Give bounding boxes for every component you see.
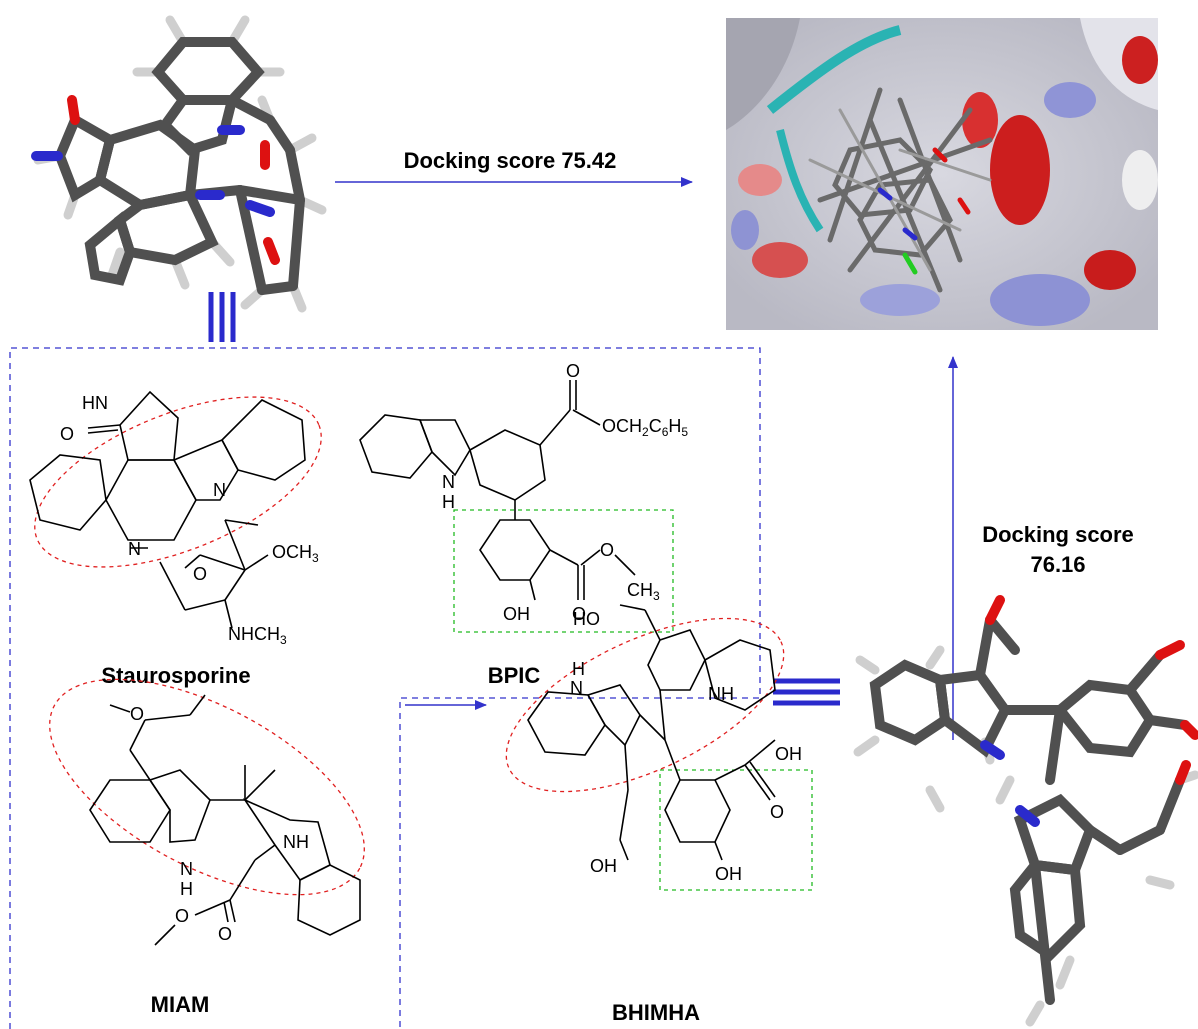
bhimha-name: BHIMHA — [612, 1000, 700, 1025]
staurosporine-name: Staurosporine — [101, 663, 250, 688]
dashed-boundary — [9, 347, 761, 1029]
bhimha-structure: HO NH N H OH OH O OH — [505, 604, 813, 891]
right-arrow-label-line1: Docking score — [982, 522, 1134, 547]
svg-text:O: O — [60, 424, 74, 444]
triple-bar-vertical-icon — [208, 292, 236, 342]
staurosporine-structure: HN O N N O OCH3 NHCH3 — [29, 390, 322, 647]
svg-text:O: O — [566, 361, 580, 381]
bpic-ch3-label: CH3 — [627, 580, 660, 603]
triple-bar-horizontal-icon — [773, 678, 840, 706]
svg-text:O: O — [218, 924, 232, 944]
bpic-ester-label: OCH2C6H5 — [602, 416, 688, 439]
svg-text:NH: NH — [283, 832, 309, 852]
svg-text:OH: OH — [503, 604, 530, 624]
green-box-bpic — [453, 509, 674, 633]
svg-text:O: O — [600, 540, 614, 560]
svg-text:N: N — [180, 859, 193, 879]
svg-text:HN: HN — [82, 393, 108, 413]
svg-text:O: O — [572, 604, 586, 624]
red-ellipse-staurosporine — [34, 396, 322, 568]
svg-text:N: N — [442, 472, 455, 492]
3d-stick-model-staurosporine-icon — [31, 15, 327, 313]
svg-text:OH: OH — [775, 744, 802, 764]
miam-name: MIAM — [151, 992, 210, 1017]
svg-text:O: O — [770, 802, 784, 822]
svg-text:O: O — [130, 704, 144, 724]
bpic-name: BPIC — [488, 663, 541, 688]
svg-text:O: O — [175, 906, 189, 926]
svg-text:NH: NH — [708, 684, 734, 704]
svg-text:N: N — [128, 539, 141, 559]
svg-text:H: H — [442, 492, 455, 512]
och3-label: OCH3 — [272, 542, 319, 565]
top-arrow-label: Docking score 75.42 — [404, 148, 617, 173]
svg-text:H: H — [572, 659, 585, 679]
svg-text:HO: HO — [573, 609, 600, 629]
nhch3-label: NHCH3 — [228, 624, 287, 647]
red-ellipse-bhimha — [505, 617, 785, 793]
miam-structure: O N H NH O O — [49, 678, 365, 946]
3d-stick-model-bhimha-icon — [853, 595, 1198, 1027]
svg-text:N: N — [570, 678, 583, 698]
protein-surface-docking-view-icon — [726, 18, 1158, 330]
red-ellipse-miam — [49, 678, 365, 896]
svg-text:O: O — [193, 564, 207, 584]
svg-text:N: N — [213, 480, 226, 500]
bpic-structure: N H O OCH2C6H5 OH O O CH3 — [359, 361, 688, 633]
svg-text:OH: OH — [715, 864, 742, 884]
svg-text:H: H — [180, 879, 193, 899]
right-arrow-label-line2: 76.16 — [1030, 552, 1085, 577]
svg-text:OH: OH — [590, 856, 617, 876]
